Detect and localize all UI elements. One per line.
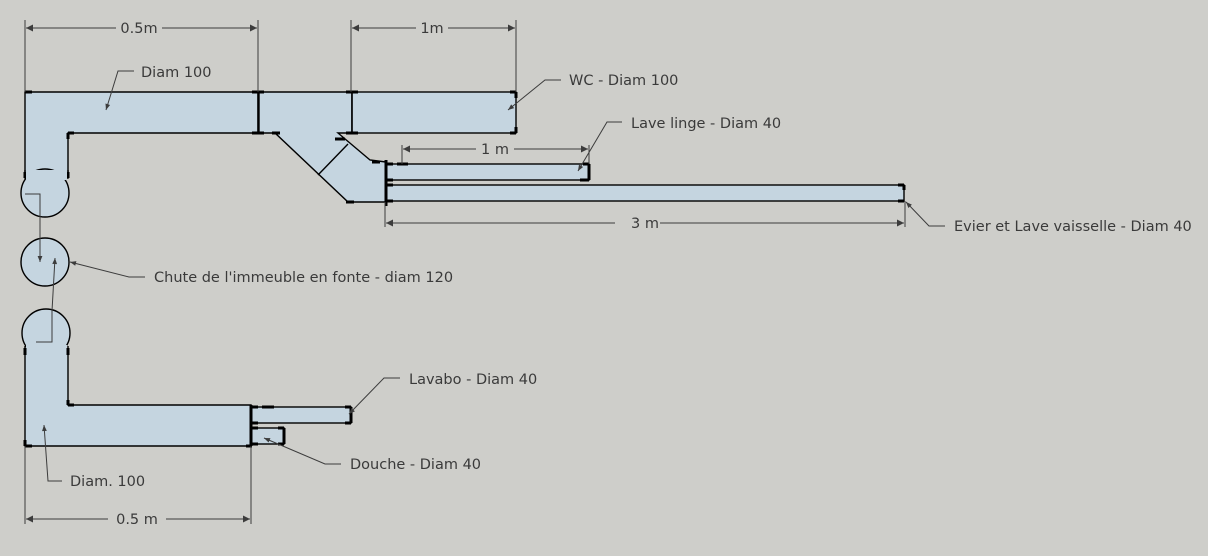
label-diam-bottom: Diam. 100 <box>42 424 145 490</box>
chute-column <box>20 168 71 358</box>
pipe-lave-linge <box>385 163 590 181</box>
svg-text:Chute de l'immeuble en fonte -: Chute de l'immeuble en fonte - diam 120 <box>154 270 453 286</box>
bottom-assembly <box>23 345 353 448</box>
label-evier: Evier et Lave vaisselle - Diam 40 <box>905 201 1192 235</box>
label-chute: Chute de l'immeuble en fonte - diam 120 <box>69 261 453 286</box>
dim-label-lave-linge: 1 m <box>481 142 509 158</box>
dim-label-top-right: 1m <box>420 21 443 37</box>
pipe-wc <box>351 91 517 134</box>
svg-text:WC - Diam 100: WC - Diam 100 <box>569 73 678 89</box>
pipe-douche <box>250 427 285 445</box>
dimension-bottom: 0.5 m <box>24 446 252 528</box>
svg-text:Lave linge - Diam 40: Lave linge - Diam 40 <box>631 116 781 132</box>
top-assembly <box>23 90 906 206</box>
label-douche: Douche - Diam 40 <box>263 437 481 473</box>
label-lavabo: Lavabo - Diam 40 <box>348 372 537 415</box>
pipe-main-top <box>24 91 259 179</box>
joint-line <box>317 143 349 176</box>
dim-label-evier: 3 m <box>631 216 659 232</box>
dimension-top-right: 1m <box>350 20 517 92</box>
pipe-lavabo <box>250 406 352 424</box>
svg-text:Diam. 100: Diam. 100 <box>70 474 145 490</box>
label-wc: WC - Diam 100 <box>507 73 678 111</box>
dimension-lave-linge: 1 m <box>401 142 590 164</box>
svg-text:Evier et Lave vaisselle - Diam: Evier et Lave vaisselle - Diam 40 <box>954 219 1192 235</box>
pipe-overlap <box>26 170 67 180</box>
dim-label-bottom: 0.5 m <box>116 512 158 528</box>
dim-label-top-left: 0.5m <box>120 21 157 37</box>
pipe-main-bottom <box>24 349 252 447</box>
flow-arrow-down <box>25 193 43 262</box>
pipe-evier <box>385 184 905 202</box>
chute-circle-middle <box>20 237 70 287</box>
label-lave-linge: Lave linge - Diam 40 <box>577 116 781 172</box>
flow-arrow-up <box>36 257 58 343</box>
svg-text:Douche - Diam 40: Douche - Diam 40 <box>350 457 481 473</box>
label-diam-top: Diam 100 <box>105 65 212 111</box>
svg-text:Diam 100: Diam 100 <box>141 65 212 81</box>
dimension-top-left: 0.5m <box>24 20 259 92</box>
dimension-evier: 3 m <box>384 201 906 232</box>
chute-circle-top <box>20 168 70 218</box>
svg-text:Lavabo - Diam 40: Lavabo - Diam 40 <box>409 372 537 388</box>
